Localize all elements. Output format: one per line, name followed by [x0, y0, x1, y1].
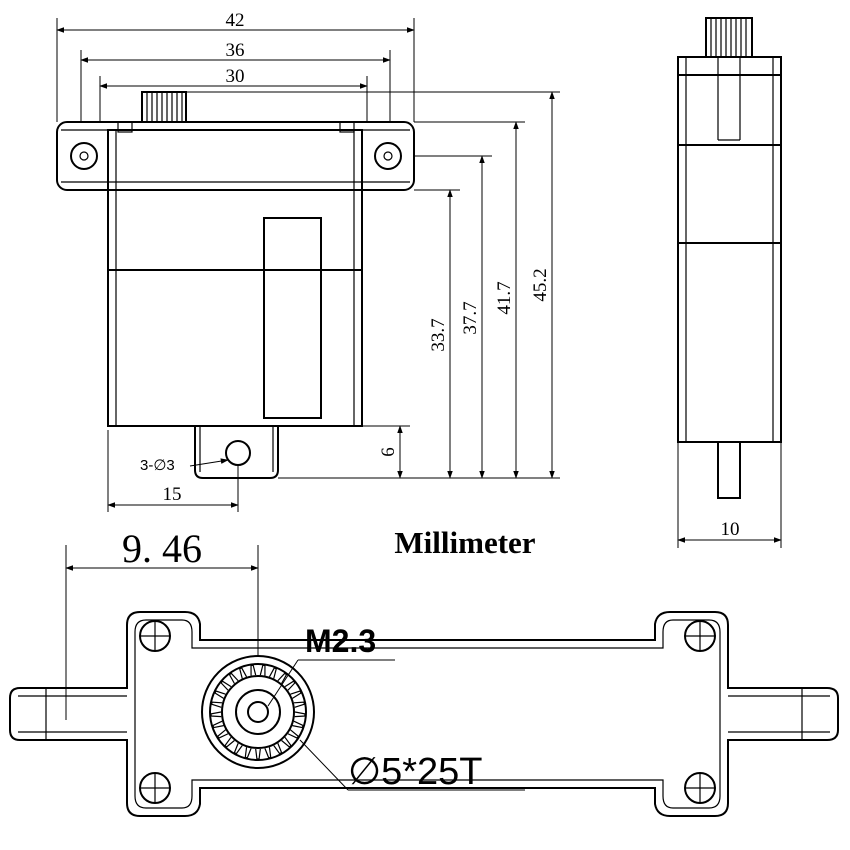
gear-tooth	[290, 690, 302, 699]
gear-tooth	[293, 701, 306, 708]
dim-width-36: 36	[226, 40, 245, 61]
corner-hole-tl	[139, 620, 171, 652]
gear-tooth	[273, 743, 283, 755]
side-body	[677, 56, 782, 443]
gear-tooth	[214, 690, 226, 699]
gear-tooth	[281, 736, 292, 748]
gear-tooth	[294, 711, 306, 718]
corner-hole-bl	[139, 772, 171, 804]
dim-height-41-7: 41.7	[494, 281, 515, 314]
gear-tooth	[264, 747, 272, 759]
dim-side-width-10: 10	[721, 519, 740, 540]
gear-tooth	[224, 736, 235, 748]
side-view: 10	[677, 17, 782, 548]
gear-tooth	[210, 711, 222, 718]
gear-tooth	[220, 680, 232, 691]
hole-callout: 3-∅3	[140, 457, 175, 474]
gear-tooth	[216, 729, 229, 739]
gear-tooth	[277, 672, 288, 684]
gear-tooth	[233, 743, 243, 755]
mounting-flange	[56, 121, 415, 191]
dim-width-42: 42	[226, 10, 245, 31]
gear-tooth	[292, 720, 304, 729]
output-spline	[141, 91, 187, 123]
tab-hole	[225, 440, 251, 466]
gear-tooth	[255, 748, 261, 760]
dim-height-45-2: 45.2	[530, 268, 551, 301]
dim-hole-offset-15: 15	[163, 484, 182, 505]
gear-tooth	[212, 720, 224, 729]
gear-tooth	[287, 729, 300, 739]
gear-tooth	[268, 667, 278, 679]
gear-tooth	[259, 664, 266, 676]
unit-label: Millimeter	[394, 525, 535, 560]
side-spline	[705, 17, 753, 58]
gear-tooth	[238, 667, 248, 679]
bottom-outline	[9, 611, 839, 817]
gear-tooth	[284, 680, 296, 691]
spline-label: ∅5*25T	[348, 751, 483, 793]
corner-hole-br	[684, 772, 716, 804]
gear-tooth	[210, 701, 223, 708]
output-gear	[201, 655, 315, 769]
screw-label: M2.3	[305, 623, 376, 659]
bottom-view: 9. 46 M2.3 ∅5*25T	[9, 526, 839, 817]
dim-height-37-7: 37.7	[460, 301, 481, 334]
side-tab	[717, 441, 741, 499]
gear-tooth	[244, 747, 252, 759]
front-view: 42 36 30 33.7 37.7 41.7 45.2 6 3-∅3	[56, 10, 560, 512]
gear-tooth	[250, 664, 257, 676]
flange-hole-right	[374, 142, 402, 170]
dim-width-30: 30	[226, 66, 245, 87]
gear-tooth	[228, 672, 239, 684]
dim-height-33-7: 33.7	[428, 318, 449, 351]
dim-offset-9-46: 9. 46	[122, 526, 202, 571]
flange-hole-left	[70, 142, 98, 170]
body-label-window	[263, 217, 322, 419]
corner-hole-tr	[684, 620, 716, 652]
dim-tab-height-6: 6	[378, 447, 399, 457]
servo-body	[107, 129, 363, 427]
bottom-tab	[194, 426, 279, 479]
